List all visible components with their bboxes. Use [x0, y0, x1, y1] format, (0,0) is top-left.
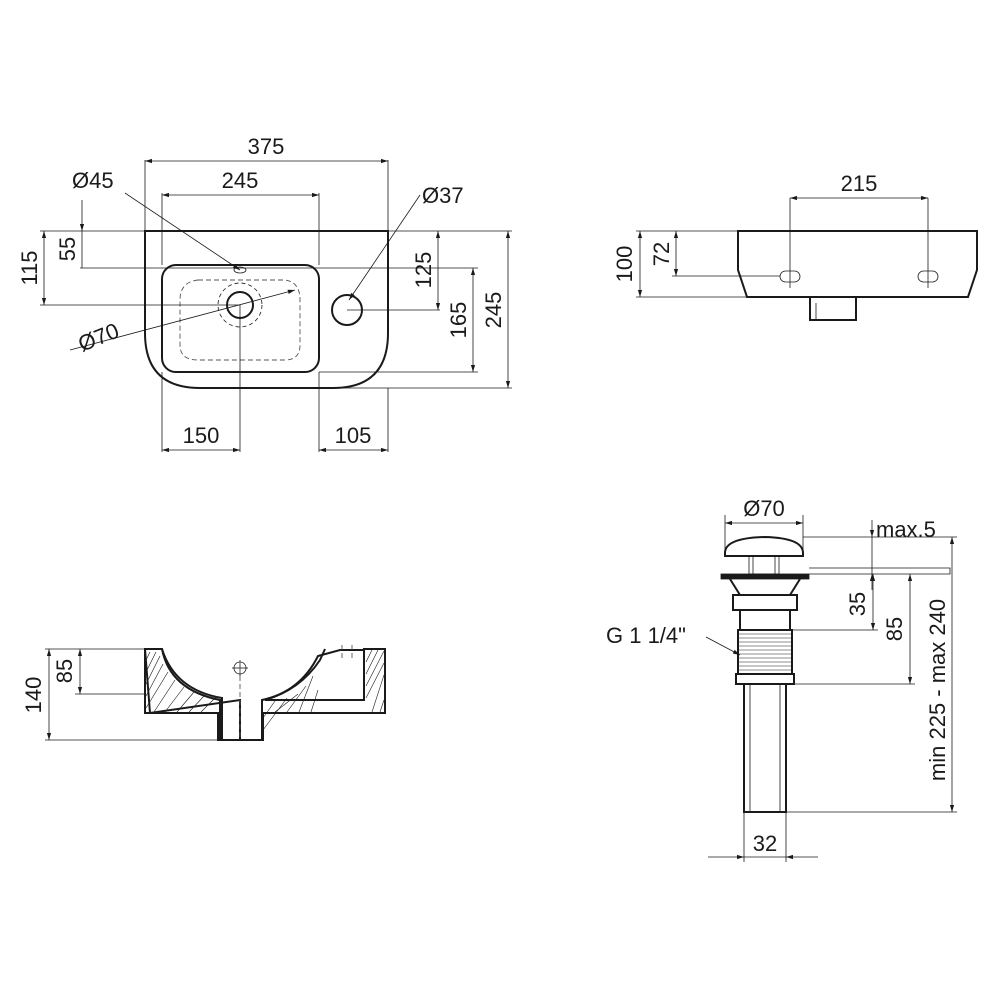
basin-outline — [144, 230, 389, 389]
dim-72: 72 — [649, 242, 674, 266]
label-o37: Ø37 — [422, 183, 464, 208]
section-left-wall — [143, 648, 241, 741]
dim-35: 35 — [845, 592, 870, 616]
bowl-dashed-profile — [179, 279, 301, 361]
dim-245-width: 245 — [222, 168, 259, 193]
section-view: 140 85 — [21, 645, 386, 741]
rear-outline — [737, 230, 978, 298]
dim-215: 215 — [841, 171, 878, 196]
drain-outer-circle — [217, 282, 263, 328]
dim-85-valve: 85 — [882, 617, 907, 641]
valve-pipe — [743, 683, 787, 813]
dim-32: 32 — [753, 831, 777, 856]
dim-range: min 225 - max 240 — [925, 599, 950, 781]
label-o45: Ø45 — [72, 168, 114, 193]
label-o70: Ø70 — [75, 318, 123, 357]
leader-thread — [705, 636, 741, 656]
rear-view: 215 100 72 — [612, 171, 978, 321]
dim-105: 105 — [335, 423, 372, 448]
leader-o37 — [348, 194, 421, 301]
leader-o70 — [69, 289, 296, 351]
dim-max5: max.5 — [876, 517, 936, 542]
section-hatching — [145, 649, 385, 738]
overflow-slot — [233, 266, 247, 274]
section-bowl-curve — [144, 648, 386, 741]
valve-threaded-body — [737, 629, 793, 675]
dim-125: 125 — [411, 252, 436, 289]
valve-flange — [720, 573, 810, 580]
dim-165: 165 — [446, 302, 471, 339]
dim-150: 150 — [183, 423, 220, 448]
dim-o70-valve: Ø70 — [743, 496, 785, 521]
dim-55: 55 — [55, 237, 80, 261]
dim-115: 115 — [17, 250, 42, 285]
dim-140: 140 — [21, 677, 46, 714]
leader-o45 — [124, 192, 241, 271]
dim-100: 100 — [612, 246, 637, 283]
dim-85-section: 85 — [52, 659, 77, 683]
label-thread: G 1 1/4" — [606, 623, 686, 648]
top-view: 375 245 150 105 115 55 125 165 245 Ø45 — [17, 134, 512, 453]
dim-375: 375 — [248, 134, 285, 159]
valve-cap — [724, 535, 804, 557]
drain-valve-view: Ø70 max.5 35 85 min 225 - max 240 32 G 1… — [606, 496, 957, 862]
dim-245-depth: 245 — [481, 292, 506, 329]
thread-lines — [738, 633, 792, 671]
inner-bowl — [161, 264, 320, 373]
rear-drain-stub — [809, 297, 857, 321]
